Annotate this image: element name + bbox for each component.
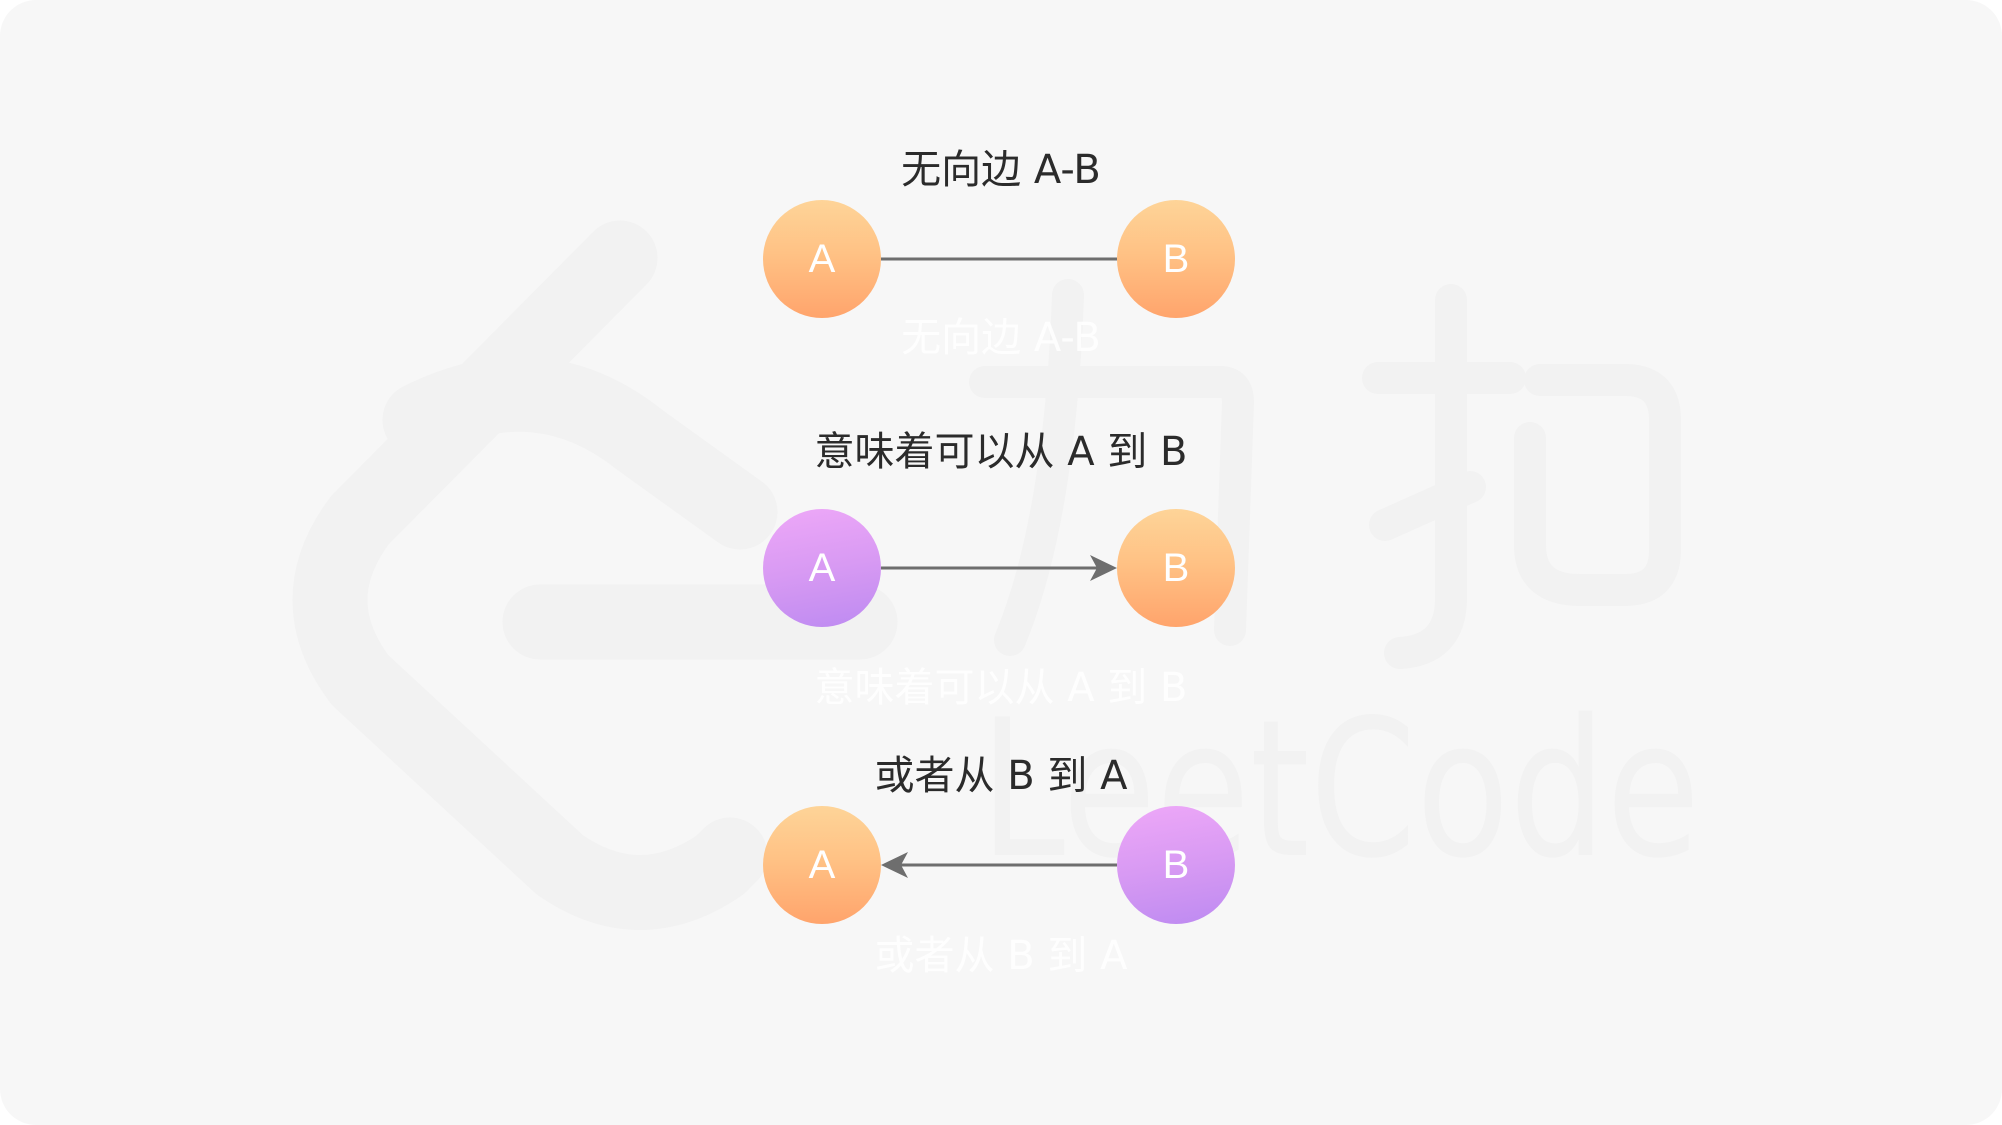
node-a: A (763, 200, 881, 318)
arrowhead-left-icon (881, 852, 908, 878)
caption-a-to-b: 意味着可以从 A 到 B (814, 429, 1188, 475)
node-a-source: A (763, 509, 881, 627)
leetcode-wordmark-watermark: LeetCode (980, 679, 1700, 900)
node-label: B (1162, 545, 1190, 590)
caption-ghost: 或者从 B 到 A (874, 933, 1128, 979)
node-label: A (808, 842, 836, 887)
arrowhead-right-icon (1090, 555, 1117, 581)
caption-ghost: 无向边 A-B (901, 315, 1101, 361)
node-a-target: A (763, 806, 881, 924)
caption-ghost: 意味着可以从 A 到 B (814, 665, 1188, 711)
node-label: B (1162, 842, 1190, 887)
caption-undirected-edge: 无向边 A-B (901, 147, 1101, 193)
node-b-source: B (1117, 806, 1235, 924)
node-label: B (1162, 236, 1190, 281)
node-b: B (1117, 200, 1235, 318)
node-label: A (808, 545, 836, 590)
node-label: A (808, 236, 836, 281)
node-b-target: B (1117, 509, 1235, 627)
caption-b-to-a: 或者从 B 到 A (874, 753, 1128, 799)
